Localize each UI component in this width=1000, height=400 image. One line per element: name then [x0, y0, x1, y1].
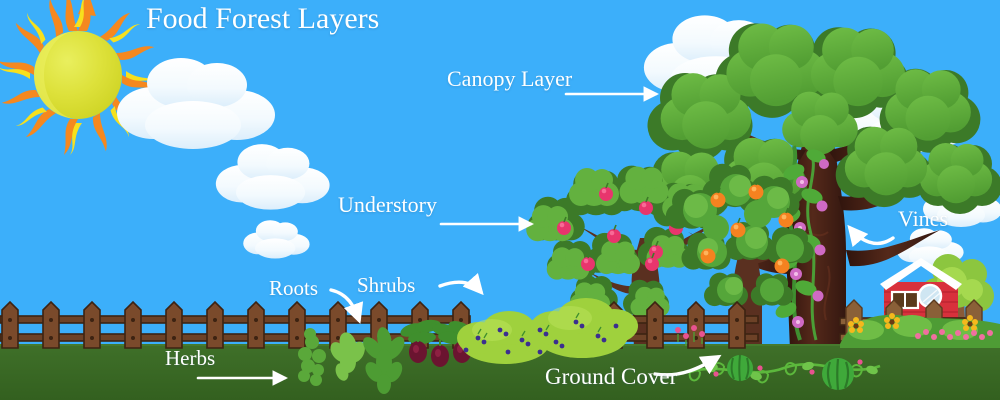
- shrub-bushes: [457, 298, 638, 364]
- arrow-shrubs: [438, 273, 484, 296]
- understory-tree-orange: [665, 163, 814, 350]
- sunflower-icon: [848, 313, 978, 333]
- sun-icon: [0, 0, 158, 155]
- barn-foliage: [675, 313, 1000, 348]
- herb-plants: [298, 327, 405, 394]
- orange-fruit: [700, 179, 794, 274]
- arrow-vines: [847, 224, 895, 248]
- arrow-roots: [329, 288, 364, 324]
- arrow-ground-cover: [653, 354, 722, 377]
